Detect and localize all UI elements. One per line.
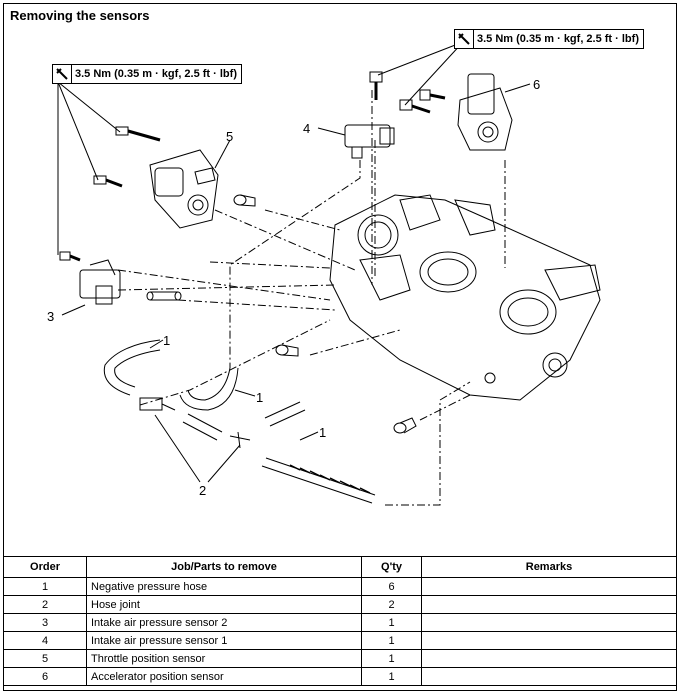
header-job-parts: Job/Parts to remove bbox=[86, 556, 362, 578]
cell-part: Throttle position sensor bbox=[86, 649, 362, 668]
negative-pressure-hose bbox=[150, 291, 178, 301]
torque-spec-text: 3.5 Nm (0.35 m · kgf, 2.5 ft · lbf) bbox=[75, 68, 237, 80]
cell-remarks bbox=[421, 631, 677, 650]
cell-part: Hose joint bbox=[86, 595, 362, 614]
cell-remarks bbox=[421, 613, 677, 632]
cell-remarks bbox=[421, 595, 677, 614]
cell-remarks bbox=[421, 649, 677, 668]
table-row: 6 Accelerator position sensor 1 bbox=[3, 667, 677, 686]
cell-part: Intake air pressure sensor 1 bbox=[86, 631, 362, 650]
throttle-body-shape bbox=[329, 194, 601, 401]
torque-spec-text: 3.5 Nm (0.35 m · kgf, 2.5 ft · lbf) bbox=[477, 33, 639, 45]
bolt-icon bbox=[419, 89, 446, 101]
cell-qty: 1 bbox=[361, 667, 422, 686]
callout-label: 1 bbox=[319, 425, 326, 440]
cell-qty: 2 bbox=[361, 595, 422, 614]
table-row: 5 Throttle position sensor 1 bbox=[3, 649, 677, 668]
table-row: 2 Hose joint 2 bbox=[3, 595, 677, 614]
negative-pressure-hose bbox=[179, 367, 239, 411]
cell-qty: 1 bbox=[361, 613, 422, 632]
accelerator-position-sensor-shape bbox=[457, 73, 513, 151]
intake-air-pressure-sensor-2-shape bbox=[79, 259, 121, 305]
cell-qty: 1 bbox=[361, 631, 422, 650]
table-row: 4 Intake air pressure sensor 1 1 bbox=[3, 631, 677, 650]
cell-remarks bbox=[421, 667, 677, 686]
bolt-icon bbox=[369, 71, 383, 100]
table-row: 3 Intake air pressure sensor 2 1 bbox=[3, 613, 677, 632]
header-order: Order bbox=[3, 556, 87, 578]
callout-label: 5 bbox=[226, 129, 233, 144]
cell-order: 1 bbox=[3, 577, 87, 596]
table-row: 1 Negative pressure hose 6 bbox=[3, 577, 677, 596]
cell-order: 5 bbox=[3, 649, 87, 668]
cell-part: Intake air pressure sensor 2 bbox=[86, 613, 362, 632]
header-remarks: Remarks bbox=[421, 556, 677, 578]
hose-joint-shape bbox=[139, 397, 176, 411]
negative-pressure-hose bbox=[261, 457, 376, 504]
cell-part: Accelerator position sensor bbox=[86, 667, 362, 686]
cell-order: 2 bbox=[3, 595, 87, 614]
negative-pressure-hose bbox=[264, 401, 306, 427]
negative-pressure-hose bbox=[103, 339, 161, 396]
callout-label: 1 bbox=[163, 333, 170, 348]
callout-label: 4 bbox=[303, 121, 310, 136]
torque-wrench-icon bbox=[455, 30, 474, 48]
cell-order: 3 bbox=[3, 613, 87, 632]
throttle-position-sensor-shape bbox=[149, 149, 219, 229]
callout-label: 3 bbox=[47, 309, 54, 324]
callout-label: 2 bbox=[199, 483, 206, 498]
torque-wrench-icon bbox=[53, 65, 72, 83]
cell-remarks bbox=[421, 577, 677, 596]
intake-air-pressure-sensor-1-shape bbox=[344, 124, 395, 159]
cell-order: 4 bbox=[3, 631, 87, 650]
bolt-icon bbox=[399, 99, 431, 114]
cell-qty: 1 bbox=[361, 649, 422, 668]
callout-label: 6 bbox=[533, 77, 540, 92]
cell-part: Negative pressure hose bbox=[86, 577, 362, 596]
exploded-diagram: 1 1 1 2 3 4 5 6 bbox=[47, 41, 601, 506]
bolt-icon bbox=[115, 126, 161, 142]
negative-pressure-hose bbox=[182, 413, 223, 441]
torque-spec-left: 3.5 Nm (0.35 m · kgf, 2.5 ft · lbf) bbox=[52, 64, 242, 84]
bolt-icon bbox=[59, 251, 81, 262]
parts-table: Order Job/Parts to remove Q'ty Remarks 1… bbox=[3, 556, 677, 686]
cell-qty: 6 bbox=[361, 577, 422, 596]
bolt-icon bbox=[93, 175, 123, 188]
cell-order: 6 bbox=[3, 667, 87, 686]
table-header-row: Order Job/Parts to remove Q'ty Remarks bbox=[3, 556, 677, 578]
callout-label: 1 bbox=[256, 390, 263, 405]
torque-spec-right: 3.5 Nm (0.35 m · kgf, 2.5 ft · lbf) bbox=[454, 29, 644, 49]
header-qty: Q'ty bbox=[361, 556, 422, 578]
page-title: Removing the sensors bbox=[10, 8, 150, 23]
page-frame bbox=[3, 3, 677, 691]
